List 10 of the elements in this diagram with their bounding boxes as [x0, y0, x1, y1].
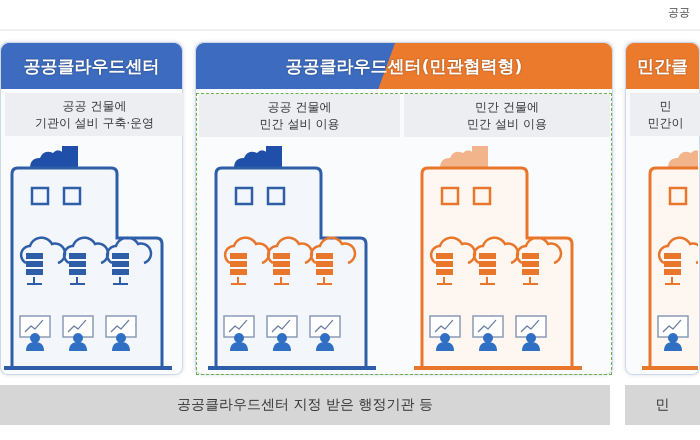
description-cell: 공공 건물에 기관이 설비 구축·운영: [5, 93, 184, 136]
description-cell: 민간 건물에 민간 설비 이용: [404, 94, 610, 137]
note-text: 공공: [668, 5, 690, 20]
description-cell: 공공 건물에 민간 설비 이용: [199, 94, 400, 137]
panel-header: 민간클: [626, 43, 699, 89]
description-cell: 민 민간이: [630, 93, 700, 136]
label-bar: 민: [625, 385, 700, 425]
label-bar: 공공클라우드센터 지정 받은 행정기관 등: [0, 385, 610, 425]
dashed-group-box: [196, 93, 612, 375]
panel-header: 공공클라우드센터: [1, 43, 182, 89]
